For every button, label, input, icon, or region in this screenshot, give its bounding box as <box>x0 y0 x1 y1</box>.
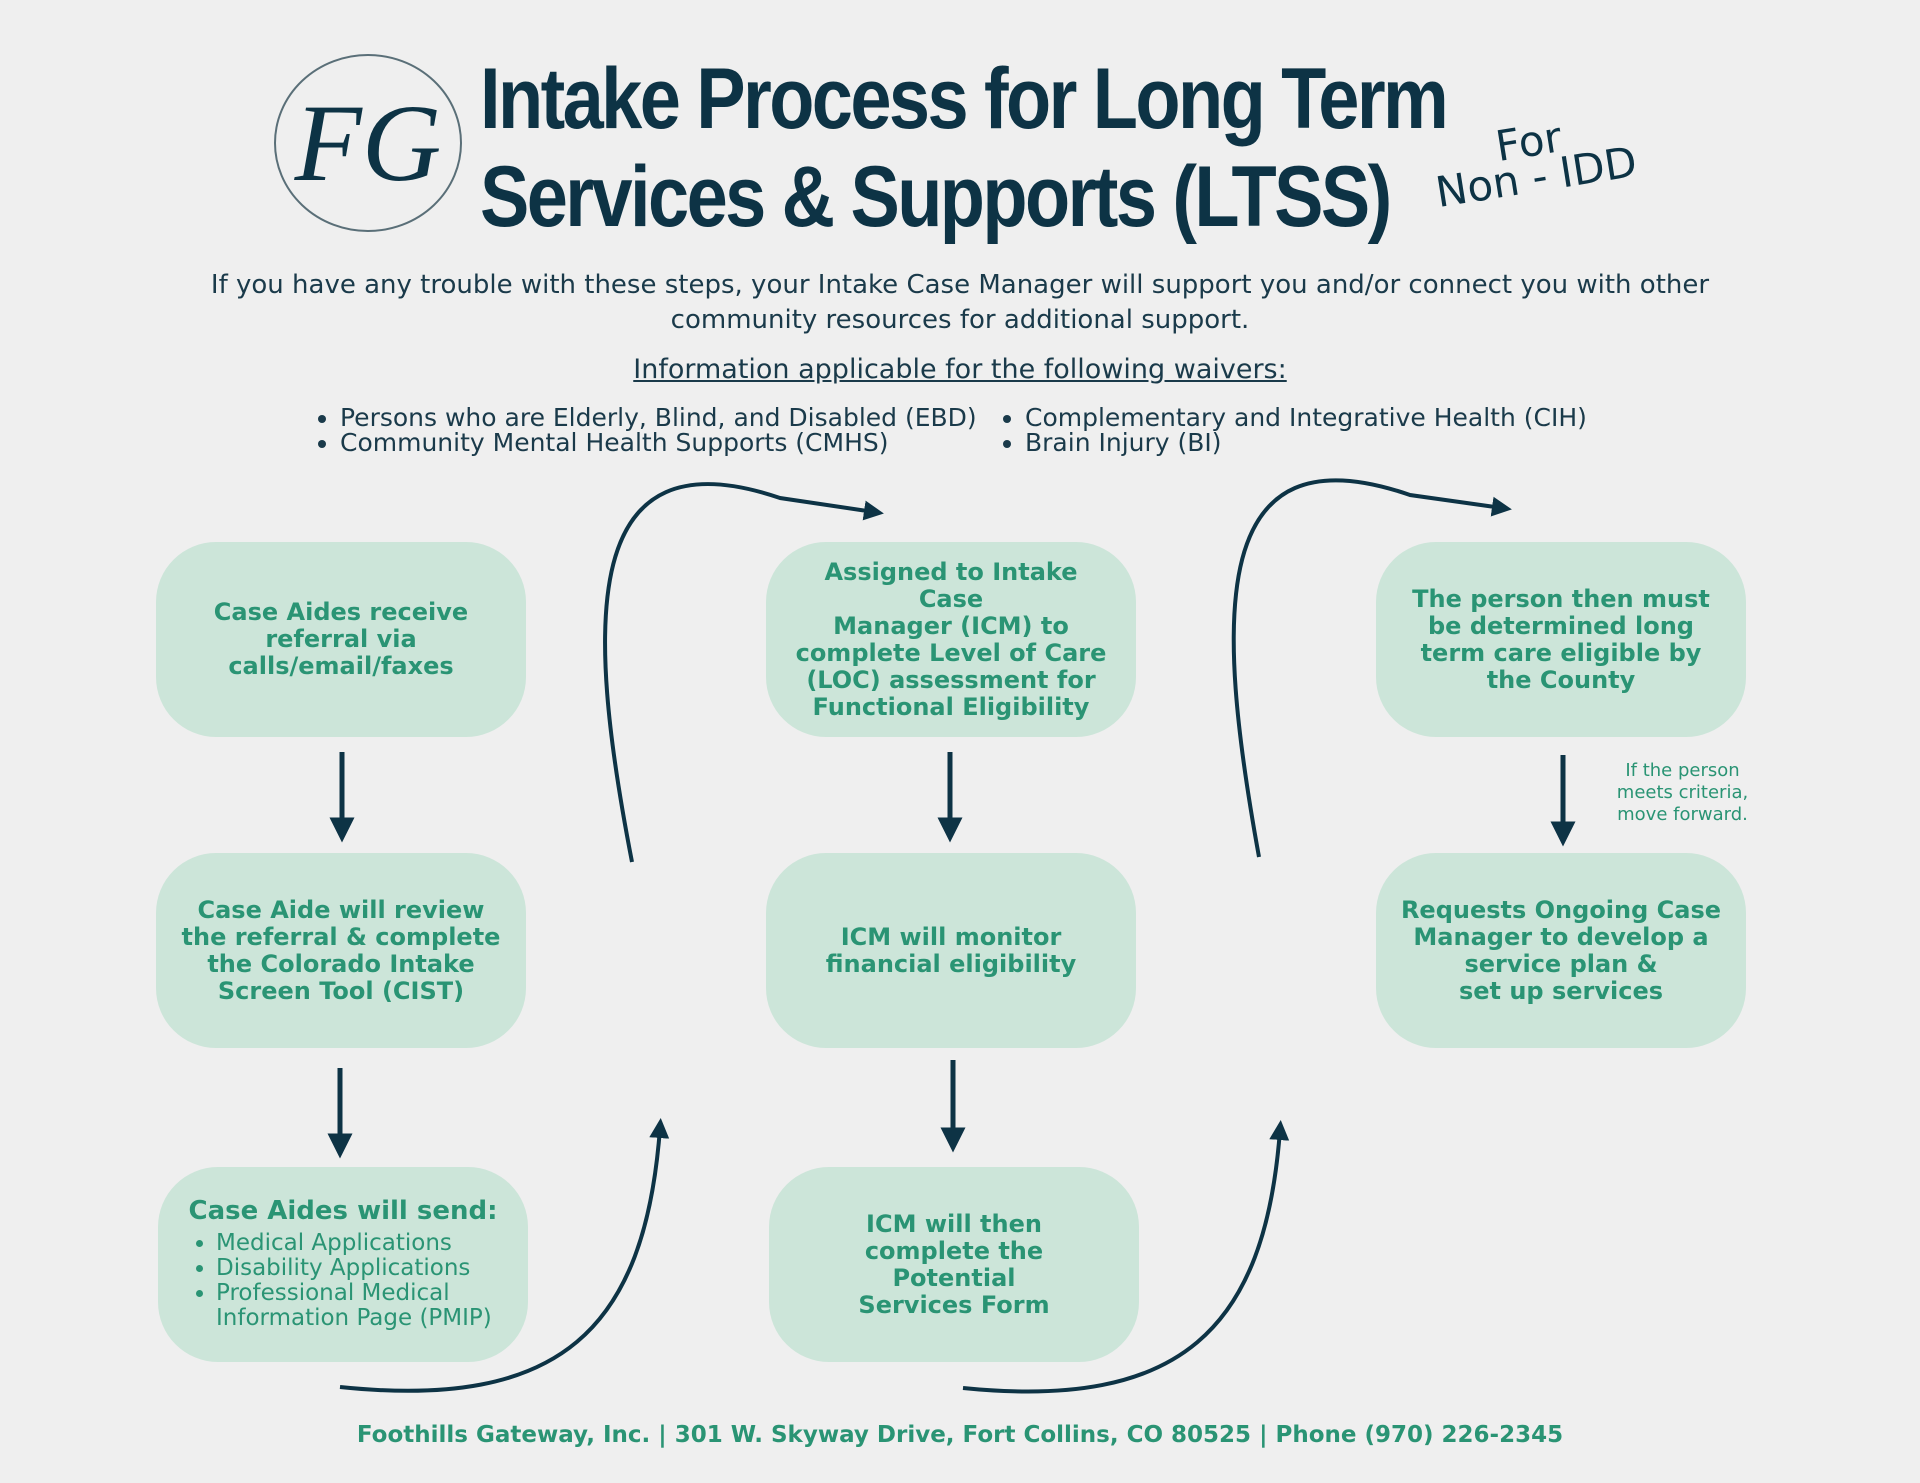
send-item-medical: Medical Applications <box>216 1231 498 1256</box>
step-receive-referral-text: Case Aides receive referral via calls/em… <box>213 598 469 680</box>
waivers-heading: Information applicable for the following… <box>633 354 1287 385</box>
step-potential-services-form: ICM will then complete the Potential Ser… <box>769 1167 1139 1362</box>
send-list: Medical Applications Disability Applicat… <box>188 1231 498 1331</box>
step-potential-services-form-text: ICM will then complete the Potential Ser… <box>858 1209 1050 1319</box>
criteria-note: If the person meets criteria, move forwa… <box>1616 760 1749 825</box>
title-line-1: Intake Process for Long Term <box>480 51 1449 147</box>
waivers-list-right: Complementary and Integrative Health (CI… <box>995 405 1587 455</box>
step-assigned-icm: Assigned to Intake Case Manager (ICM) to… <box>766 542 1136 737</box>
send-title: Case Aides will send: <box>188 1196 498 1226</box>
step-receive-referral: Case Aides receive referral via calls/em… <box>156 542 526 737</box>
curve-arrow-col2-to-col3 <box>1231 478 1512 858</box>
waivers-list-left: Persons who are Elderly, Blind, and Disa… <box>310 405 977 455</box>
intro-text: If you have any trouble with these steps… <box>210 270 1710 335</box>
title-line-2: Services & Supports (LTSS) <box>480 149 1392 245</box>
step-review-referral-text: Case Aide will review the referral & com… <box>181 895 501 1005</box>
curve-arrow-col1-to-col2 <box>603 482 884 863</box>
step-county-eligibility-text: The person then must be determined long … <box>1412 584 1710 694</box>
logo-monogram: FG <box>294 82 442 204</box>
waiver-item-cmhs: Community Mental Health Supports (CMHS) <box>340 430 977 455</box>
page-title: Intake Process for Long Term Services & … <box>480 50 1449 246</box>
step-ongoing-case-manager: Requests Ongoing Case Manager to develop… <box>1376 853 1746 1048</box>
fg-monogram-logo: FG <box>274 54 462 232</box>
step-ongoing-case-manager-text: Requests Ongoing Case Manager to develop… <box>1400 895 1722 1005</box>
step-assigned-icm-text: Assigned to Intake Case Manager (ICM) to… <box>795 557 1107 721</box>
step-review-referral: Case Aide will review the referral & com… <box>156 853 526 1048</box>
step-monitor-financial: ICM will monitor financial eligibility <box>766 853 1136 1048</box>
send-item-disability: Disability Applications <box>216 1256 498 1281</box>
footer-contact: Foothills Gateway, Inc. | 301 W. Skyway … <box>356 1422 1564 1448</box>
step-send-applications: Case Aides will send: Medical Applicatio… <box>158 1167 528 1362</box>
step-monitor-financial-text: ICM will monitor financial eligibility <box>825 922 1077 978</box>
step-county-eligibility: The person then must be determined long … <box>1376 542 1746 737</box>
waiver-item-ebd: Persons who are Elderly, Blind, and Disa… <box>340 405 977 430</box>
waiver-item-bi: Brain Injury (BI) <box>1025 430 1587 455</box>
curve-arrow-col2-up <box>962 1120 1290 1394</box>
send-item-pmip: Professional Medical Information Page (P… <box>216 1281 498 1331</box>
curve-arrow-col1-up <box>339 1118 670 1393</box>
waiver-item-cih: Complementary and Integrative Health (CI… <box>1025 405 1587 430</box>
